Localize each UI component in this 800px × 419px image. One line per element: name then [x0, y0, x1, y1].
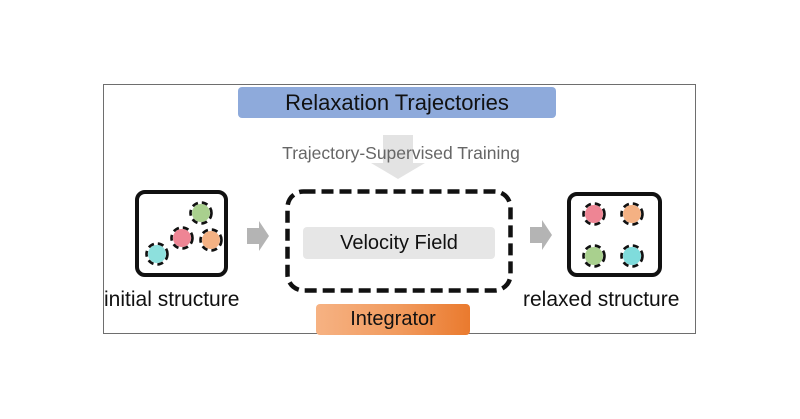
- velocity-field-text: Velocity Field: [340, 231, 458, 254]
- initial-structure-label: initial structure: [104, 288, 240, 311]
- right-arrow-icon: [530, 220, 552, 250]
- integrator-label: Integrator: [316, 304, 470, 335]
- integrator-text: Integrator: [350, 308, 436, 330]
- relaxed-structure-label: relaxed structure: [523, 288, 680, 311]
- relaxed-structure-box: [567, 192, 662, 277]
- initial-structure-box: [135, 190, 228, 277]
- training-label: Trajectory-Supervised Training: [282, 143, 520, 163]
- velocity-field-label: Velocity Field: [303, 227, 495, 259]
- title-text: Relaxation Trajectories: [285, 89, 509, 115]
- relaxation-trajectories-title: Relaxation Trajectories: [238, 87, 556, 118]
- down-arrow-icon: [371, 135, 425, 179]
- right-arrow-icon: [247, 221, 269, 251]
- model-dashed-box: [285, 189, 513, 293]
